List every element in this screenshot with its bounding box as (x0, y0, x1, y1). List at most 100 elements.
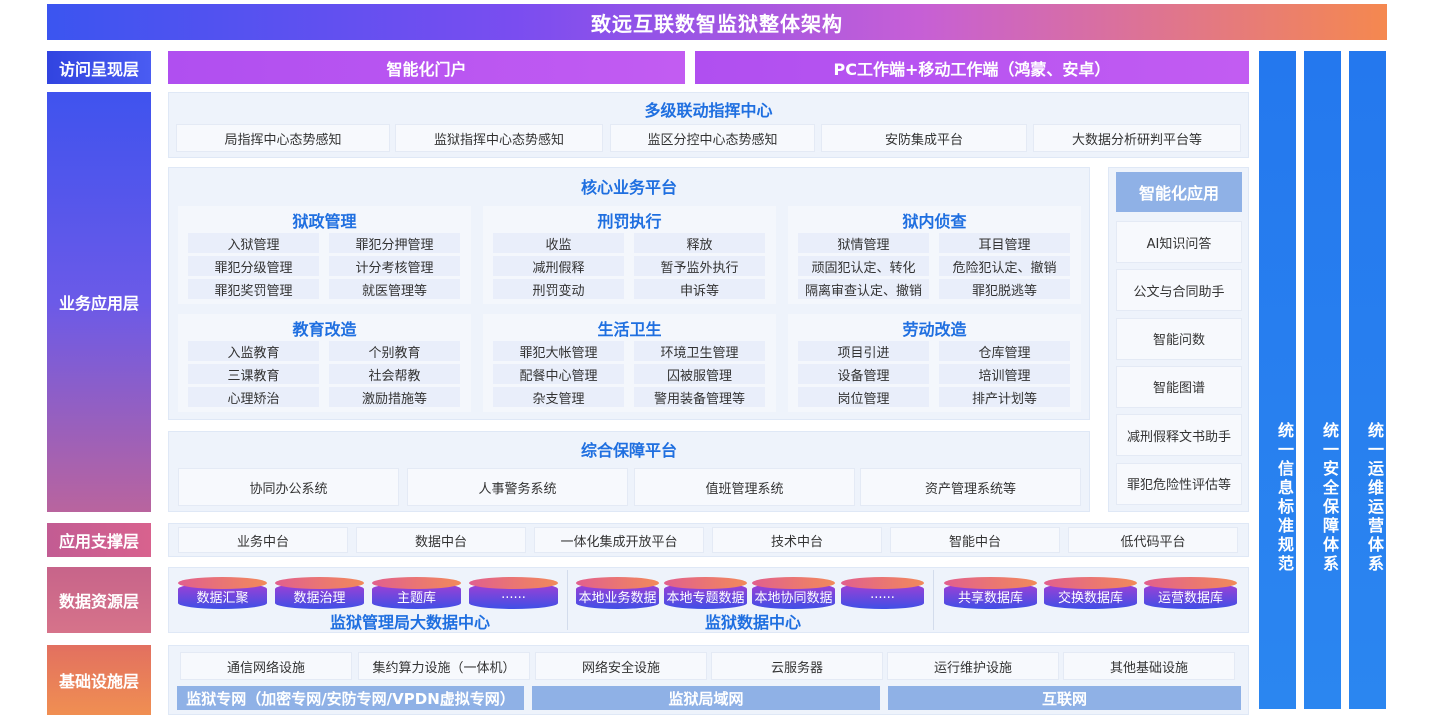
core-group-item: 环境卫生管理 (634, 341, 765, 361)
system-operations-bar: 统一运维运营体系 (1349, 51, 1386, 709)
core-group-item: 顽固犯认定、转化 (798, 256, 929, 276)
core-group-item: 培训管理 (939, 364, 1070, 384)
core-group-item: 仓库管理 (939, 341, 1070, 361)
support-item: 智能中台 (890, 527, 1060, 553)
core-group-item: 排产计划等 (939, 387, 1070, 407)
guarantee-item: 协同办公系统 (178, 468, 399, 506)
infra-item: 云服务器 (711, 652, 883, 680)
cylinder-label: 数据治理 (293, 591, 346, 606)
network-private-bar: 监狱专网（加密专网/安防专网/VPDN虚拟专网） (177, 686, 524, 710)
core-group-title: 教育改造 (292, 320, 357, 339)
guarantee-item: 资产管理系统等 (860, 468, 1081, 506)
ai-item: 减刑假释文书助手 (1116, 414, 1242, 457)
core-group-item: 社会帮教 (329, 364, 460, 384)
core-group-item: 减刑假释 (493, 256, 624, 276)
core-group-item: 刑罚变动 (493, 279, 624, 299)
cylinder-label: 数据汇聚 (196, 591, 249, 606)
core-platform-title: 核心业务平台 (580, 178, 677, 197)
layer-support-label: 应用支撑层 (47, 523, 151, 557)
database-cylinder: 数据治理 (275, 577, 364, 609)
data-divider (567, 570, 568, 630)
core-group-item: 配餐中心管理 (493, 364, 624, 384)
database-cylinder: 数据汇聚 (178, 577, 267, 609)
core-group-item: 设备管理 (798, 364, 929, 384)
support-item: 低代码平台 (1068, 527, 1238, 553)
command-item: 监狱指挥中心态势感知 (395, 124, 603, 152)
cylinder-top (178, 577, 267, 589)
core-group-item: 计分考核管理 (329, 256, 460, 276)
ai-item: 公文与合同助手 (1116, 269, 1242, 312)
core-group-item: 罪犯分押管理 (329, 233, 460, 253)
cylinder-top (275, 577, 364, 589)
core-group-item: 罪犯分级管理 (188, 256, 319, 276)
cylinder-top (372, 577, 461, 589)
cylinder-label: 交换数据库 (1057, 591, 1123, 606)
core-group-item: 激励措施等 (329, 387, 460, 407)
ai-item: 智能图谱 (1116, 365, 1242, 408)
layer-data-label: 数据资源层 (47, 567, 151, 633)
guarantee-title: 综合保障平台 (580, 441, 677, 460)
ai-item: 罪犯危险性评估等 (1116, 462, 1242, 505)
ai-item: 智能问数 (1116, 317, 1242, 360)
core-group-item: 警用装备管理等 (634, 387, 765, 407)
core-group-title: 刑罚执行 (597, 212, 662, 231)
core-group-item: 岗位管理 (798, 387, 929, 407)
database-cylinder: 共享数据库 (944, 577, 1037, 609)
database-cylinder: 交换数据库 (1044, 577, 1137, 609)
core-group-item: 狱情管理 (798, 233, 929, 253)
cylinder-label: ...... (870, 587, 895, 602)
core-group-item: 入监教育 (188, 341, 319, 361)
ai-panel-title: 智能化应用 (1116, 172, 1242, 212)
core-group-item: 罪犯奖罚管理 (188, 279, 319, 299)
cylinder-top (752, 577, 835, 589)
guarantee-item: 值班管理系统 (634, 468, 855, 506)
system-standard-bar: 统一信息标准规范 (1259, 51, 1296, 709)
core-group-item: 危险犯认定、撤销 (939, 256, 1070, 276)
command-item: 安防集成平台 (821, 124, 1027, 152)
infra-item: 其他基础设施 (1063, 652, 1235, 680)
smart-portal-bar: 智能化门户 (168, 51, 685, 84)
cylinder-top (576, 577, 659, 589)
core-group-item: 囚被服管理 (634, 364, 765, 384)
database-cylinder: 本地专题数据 (664, 577, 747, 609)
core-group-item: 暂予监外执行 (634, 256, 765, 276)
database-cylinder: 主题库 (372, 577, 461, 609)
network-lan-bar: 监狱局域网 (532, 686, 880, 710)
cylinder-top (1144, 577, 1237, 589)
core-group-item: 项目引进 (798, 341, 929, 361)
layer-business-label: 业务应用层 (47, 92, 151, 512)
core-group-item: 就医管理等 (329, 279, 460, 299)
cylinder-label: 共享数据库 (957, 591, 1023, 606)
database-cylinder: ...... (841, 577, 924, 609)
infra-item: 运行维护设施 (887, 652, 1059, 680)
core-group-title: 生活卫生 (597, 320, 662, 339)
workstation-bar: PC工作端+移动工作端（鸿蒙、安卓） (695, 51, 1249, 84)
support-item: 技术中台 (712, 527, 882, 553)
support-item: 一体化集成开放平台 (534, 527, 704, 553)
network-internet-bar: 互联网 (888, 686, 1241, 710)
core-group-title: 狱政管理 (292, 212, 357, 231)
cylinder-top (1044, 577, 1137, 589)
support-item: 业务中台 (178, 527, 348, 553)
guarantee-item: 人事警务系统 (407, 468, 628, 506)
command-item: 监区分控中心态势感知 (610, 124, 815, 152)
cylinder-top (469, 577, 558, 589)
core-group-item: 三课教育 (188, 364, 319, 384)
support-item: 数据中台 (356, 527, 526, 553)
core-group-item: 罪犯脱逃等 (939, 279, 1070, 299)
command-item: 局指挥中心态势感知 (176, 124, 390, 152)
layer-infra-label: 基础设施层 (47, 645, 151, 715)
core-group-item: 罪犯大帐管理 (493, 341, 624, 361)
core-group-item: 心理矫治 (188, 387, 319, 407)
core-group-item: 耳目管理 (939, 233, 1070, 253)
cylinder-label: 本地协同数据 (754, 591, 833, 606)
database-cylinder: ...... (469, 577, 558, 609)
core-group-title: 劳动改造 (902, 320, 967, 339)
cylinder-top (841, 577, 924, 589)
ai-item: AI知识问答 (1116, 221, 1242, 263)
core-group-item: 个别教育 (329, 341, 460, 361)
infra-item: 通信网络设施 (180, 652, 352, 680)
command-item: 大数据分析研判平台等 (1033, 124, 1241, 152)
core-group-item: 杂支管理 (493, 387, 624, 407)
infra-item: 集约算力设施（一体机） (358, 652, 530, 680)
